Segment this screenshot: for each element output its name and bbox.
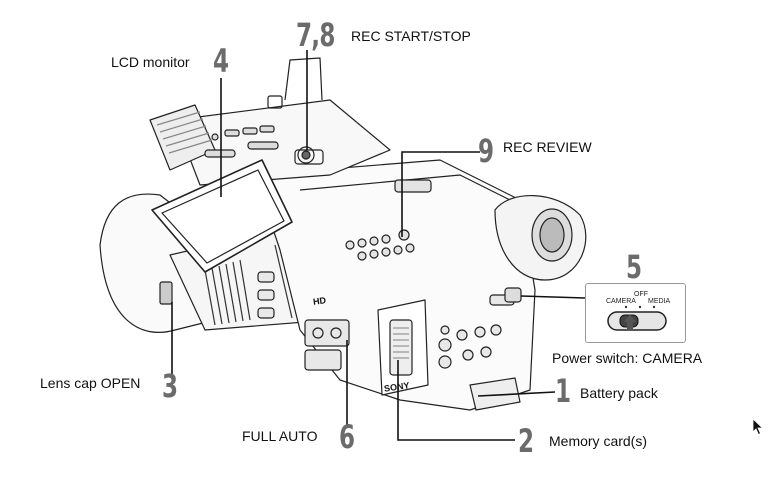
power-switch-on-body xyxy=(504,287,522,303)
label-rec-review: REC REVIEW xyxy=(503,139,592,155)
switch-label-media: MEDIA xyxy=(648,298,671,305)
callout-number-4: 4 xyxy=(213,42,229,80)
label-rec-start-stop: REC START/STOP xyxy=(351,28,471,44)
power-switch-inset: OFF CAMERA MEDIA xyxy=(585,283,686,343)
hd-logo: HD xyxy=(312,295,327,307)
label-power-switch: Power switch: CAMERA xyxy=(552,350,703,366)
label-full-auto: FULL AUTO xyxy=(242,428,318,444)
switch-label-off: OFF xyxy=(634,291,648,298)
mouse-cursor-icon xyxy=(752,418,764,436)
handle-buttons xyxy=(204,125,279,158)
camera-body xyxy=(254,159,536,411)
callout-number-9: 9 xyxy=(478,132,494,170)
callout-number-3: 3 xyxy=(162,367,178,405)
rear-top-buttons xyxy=(345,179,432,261)
battery xyxy=(469,377,521,411)
callout-number-5: 5 xyxy=(626,248,642,286)
callout-lines xyxy=(171,50,586,441)
label-lens-cap: Lens cap OPEN xyxy=(40,375,141,391)
callout-number-1: 1 xyxy=(555,372,571,410)
callout-number-2: 2 xyxy=(518,422,534,460)
front-controls xyxy=(257,271,350,371)
lens-cap-lever xyxy=(159,281,173,305)
callout-number-6: 6 xyxy=(339,418,355,456)
label-battery-pack: Battery pack xyxy=(580,385,658,401)
switch-label-camera: CAMERA xyxy=(606,298,636,305)
switch-graphic xyxy=(607,305,667,331)
top-handle xyxy=(174,99,391,186)
callout-number-7-8: 7,8 xyxy=(296,16,335,54)
label-lcd-monitor: LCD monitor xyxy=(111,54,190,70)
label-memory-cards: Memory card(s) xyxy=(549,433,648,449)
